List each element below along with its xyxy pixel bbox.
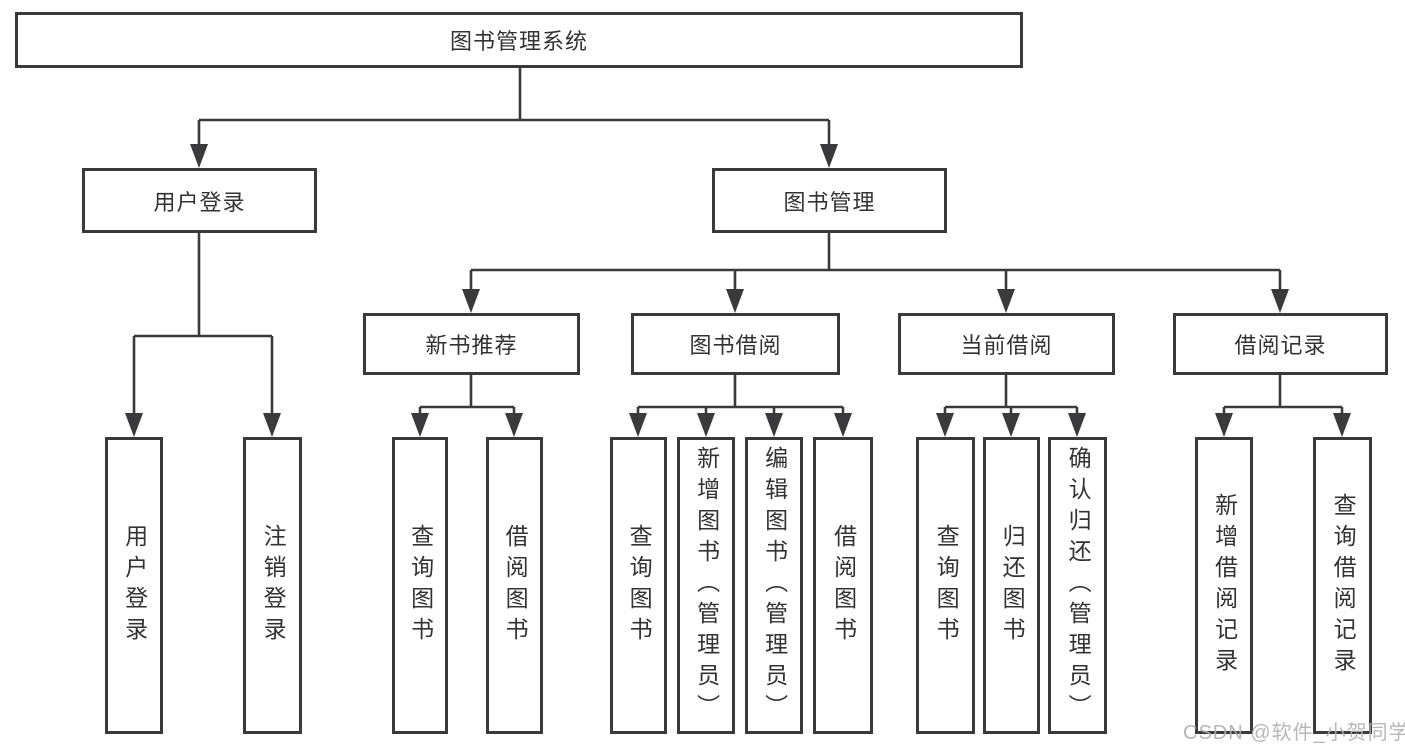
node-new-book-recommend: 新书推荐 [363,313,580,375]
node-borrowing-records-label: 借阅记录 [1234,333,1327,358]
leaf-return-books: 归还图书 [983,437,1040,734]
leaf-add-borrow-record-label: 新增借阅记录 [1211,492,1238,679]
leaf-user-login-label: 用户登录 [121,523,148,648]
leaf-borrow-books-recommend: 借阅图书 [486,437,543,734]
leaf-query-books-borrowing-label: 查询图书 [626,523,653,648]
node-borrowing-records: 借阅记录 [1173,313,1388,375]
leaf-query-borrow-record: 查询借阅记录 [1313,437,1372,734]
leaf-logout-label: 注销登录 [260,523,287,648]
node-new-book-recommend-label: 新书推荐 [425,333,518,358]
leaf-user-login: 用户登录 [105,437,163,734]
leaf-query-books-recommend-label: 查询图书 [407,523,434,648]
node-current-borrowing: 当前借阅 [898,313,1115,375]
node-root-system: 图书管理系统 [15,12,1023,68]
leaf-add-borrow-record: 新增借阅记录 [1195,437,1253,734]
leaf-query-borrow-record-label: 查询借阅记录 [1330,492,1357,679]
node-user-login-label: 用户登录 [153,189,246,215]
leaf-query-books-borrowing: 查询图书 [610,437,667,734]
leaf-borrow-books: 借阅图书 [813,437,873,734]
leaf-borrow-books-label: 借阅图书 [830,523,857,648]
leaf-query-books-current-label: 查询图书 [933,523,960,648]
node-book-borrowing: 图书借阅 [631,313,840,375]
leaf-borrow-books-recommend-label: 借阅图书 [502,523,529,648]
leaf-query-books-current: 查询图书 [916,437,975,734]
csdn-watermark: CSDN @软件_小贺同学 [1183,722,1405,744]
connector-path [132,68,1344,415]
leaf-edit-books-admin-label: 编辑图书（管理员） [761,446,788,725]
node-current-borrowing-label: 当前借阅 [960,333,1053,358]
leaf-confirm-return-admin-label: 确认归还（管理员） [1065,446,1092,725]
arrowheads [125,144,1351,437]
node-user-login: 用户登录 [82,168,317,233]
leaf-add-books-admin: 新增图书（管理员） [677,437,735,734]
node-root-label: 图书管理系统 [449,29,588,54]
leaf-edit-books-admin: 编辑图书（管理员） [745,437,803,734]
node-book-borrowing-label: 图书借阅 [689,333,782,358]
leaf-confirm-return-admin: 确认归还（管理员） [1048,437,1107,734]
leaf-logout: 注销登录 [243,437,302,734]
leaf-query-books-recommend: 查询图书 [392,437,448,734]
leaf-return-books-label: 归还图书 [999,523,1026,648]
node-book-management-label: 图书管理 [783,189,876,215]
node-book-management: 图书管理 [712,168,947,233]
leaf-add-books-admin-label: 新增图书（管理员） [693,446,720,725]
